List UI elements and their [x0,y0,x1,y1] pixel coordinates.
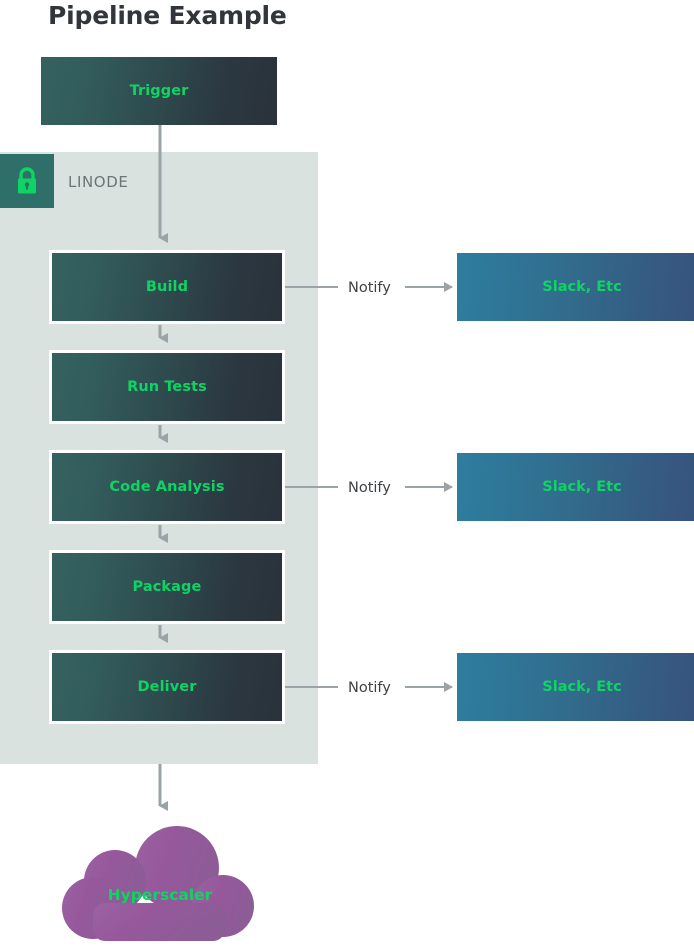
connector-label-notify-deliver: Notify [348,680,391,696]
notify-target-box-1[interactable]: Slack, Etc [457,253,694,321]
stage-label-build: Build [145,279,189,295]
stage-box-deliver[interactable]: Deliver [49,650,285,724]
stage-label-package: Package [132,579,202,595]
connector-label-notify-build: Notify [348,280,391,296]
stage-label-trigger: Trigger [129,83,189,99]
stage-label-run-tests: Run Tests [127,379,207,395]
stage-box-code-analysis[interactable]: Code Analysis [49,450,285,524]
stage-box-trigger[interactable]: Trigger [41,57,277,125]
stage-box-package[interactable]: Package [49,550,285,624]
cloud-icon [62,826,254,941]
notify-target-label-3: Slack, Etc [542,679,622,695]
stage-box-run-tests[interactable]: Run Tests [49,350,285,424]
notify-target-box-2[interactable]: Slack, Etc [457,453,694,521]
notify-target-label-2: Slack, Etc [542,479,622,495]
notify-target-label-1: Slack, Etc [542,279,622,295]
lock-icon [18,167,36,194]
linode-zone-label: LINODE [68,173,129,191]
notify-target-box-3[interactable]: Slack, Etc [457,653,694,721]
stage-label-deliver: Deliver [137,679,197,695]
hyperscaler-cloud-shape[interactable] [55,818,265,944]
linode-zone-badge [0,154,54,208]
connector-label-notify-code-analysis: Notify [348,480,391,496]
page-title: Pipeline Example [48,1,287,30]
stage-box-build[interactable]: Build [49,250,285,324]
stage-label-code-analysis: Code Analysis [109,479,225,495]
hyperscaler-cloud-label: Hyperscaler [107,886,213,904]
